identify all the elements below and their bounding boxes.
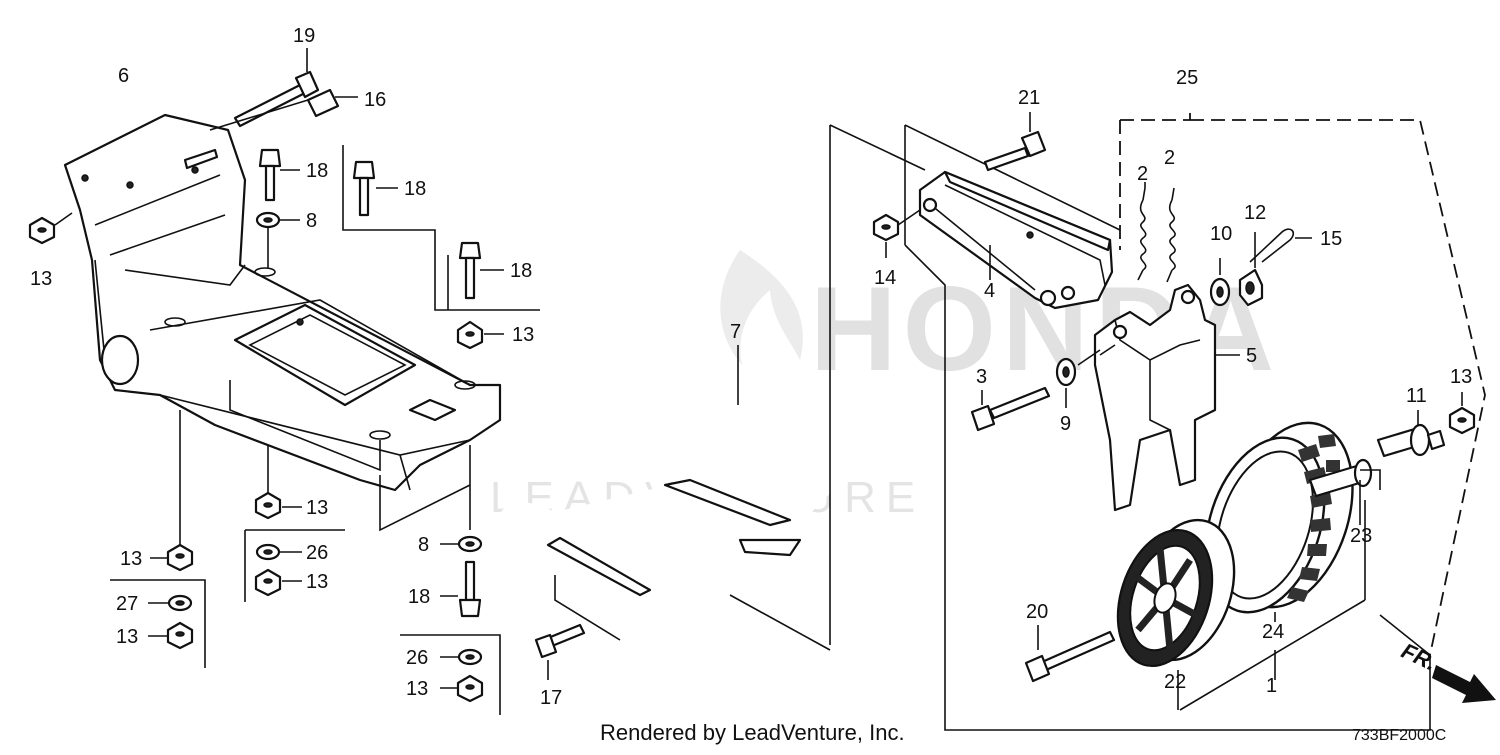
callout-6: 6 bbox=[118, 65, 129, 87]
front-direction-label: FR. bbox=[1398, 638, 1441, 676]
callout-24: 24 bbox=[1262, 621, 1284, 643]
callout-15: 15 bbox=[1320, 228, 1342, 250]
bolt-17 bbox=[534, 623, 586, 680]
nut-14 bbox=[872, 209, 921, 258]
callout-13-left: 13 bbox=[30, 268, 52, 290]
arm-bracket-5 bbox=[1093, 283, 1240, 512]
callout-2-left: 2 bbox=[1137, 163, 1148, 185]
callout-1: 1 bbox=[1266, 675, 1277, 697]
bolt-3-axis bbox=[1077, 344, 1116, 366]
callout-5: 5 bbox=[1246, 345, 1257, 367]
callout-13-bottom-left-2: 13 bbox=[116, 626, 138, 648]
callout-13-far-right: 13 bbox=[1450, 366, 1472, 388]
callout-13-right: 13 bbox=[512, 324, 534, 346]
front-direction-indicator: FR. bbox=[1398, 638, 1496, 703]
axle-11 bbox=[1376, 410, 1446, 458]
callout-26-lower: 26 bbox=[406, 647, 428, 669]
callout-18-lower: 18 bbox=[408, 586, 430, 608]
bolt-3 bbox=[970, 386, 1051, 432]
link-plate-4 bbox=[918, 170, 1114, 310]
washer-10 bbox=[1209, 258, 1231, 307]
nut-12 bbox=[1238, 232, 1264, 307]
bolt-20 bbox=[1024, 625, 1116, 683]
spring-2a bbox=[1137, 182, 1147, 281]
rendered-by-credit: Rendered by LeadVenture, Inc. bbox=[600, 720, 905, 745]
bushing-23 bbox=[1308, 458, 1381, 525]
frame-part bbox=[63, 113, 502, 492]
flame-logo-icon bbox=[720, 250, 803, 365]
cotter-pin-15 bbox=[1249, 228, 1312, 263]
callout-13-left-group: 13 bbox=[306, 571, 328, 593]
callout-3: 3 bbox=[976, 366, 987, 388]
callout-18-upper: 18 bbox=[306, 160, 328, 182]
callout-20: 20 bbox=[1026, 601, 1048, 623]
callout-12: 12 bbox=[1244, 202, 1266, 224]
callout-13-lower-2: 13 bbox=[406, 678, 428, 700]
callout-17: 17 bbox=[540, 687, 562, 709]
callout-18-right: 18 bbox=[510, 260, 532, 282]
callout-2-right: 2 bbox=[1164, 147, 1175, 169]
callout-23: 23 bbox=[1350, 525, 1372, 547]
callout-21: 21 bbox=[1018, 87, 1040, 109]
callout-13-lower: 13 bbox=[306, 497, 328, 519]
callout-26-left: 26 bbox=[306, 542, 328, 564]
bracket-lines bbox=[829, 124, 1431, 731]
bolt-21 bbox=[983, 112, 1047, 172]
spring-2b bbox=[1166, 187, 1176, 283]
callout-8-upper: 8 bbox=[306, 210, 317, 232]
callout-7: 7 bbox=[730, 321, 741, 343]
diagram-code: 733BF2000C bbox=[1352, 727, 1446, 744]
frame-fasteners bbox=[28, 48, 540, 715]
callout-13-bottom-left: 13 bbox=[120, 548, 142, 570]
callout-8-lower: 8 bbox=[418, 534, 429, 556]
callout-18-boxed: 18 bbox=[404, 178, 426, 200]
handle-part bbox=[497, 345, 869, 651]
callout-11: 11 bbox=[1406, 385, 1427, 407]
wheel-22 bbox=[1116, 518, 1236, 710]
callout-22: 22 bbox=[1164, 671, 1186, 693]
callout-10: 10 bbox=[1210, 223, 1232, 245]
washer-9 bbox=[1055, 357, 1077, 408]
bracket-lines-2 bbox=[1179, 500, 1366, 711]
callouts: 19 6 16 18 8 18 18 13 13 13 26 13 13 27 … bbox=[30, 25, 1472, 709]
callout-9: 9 bbox=[1060, 413, 1071, 435]
callout-19: 19 bbox=[293, 25, 315, 47]
callout-4: 4 bbox=[984, 280, 995, 302]
callout-16: 16 bbox=[364, 89, 386, 111]
assembly-25-outline bbox=[1119, 110, 1486, 656]
nut-13-right bbox=[1448, 392, 1476, 435]
callout-27: 27 bbox=[116, 593, 138, 615]
callout-25: 25 bbox=[1176, 67, 1198, 89]
callout-14: 14 bbox=[874, 267, 896, 289]
